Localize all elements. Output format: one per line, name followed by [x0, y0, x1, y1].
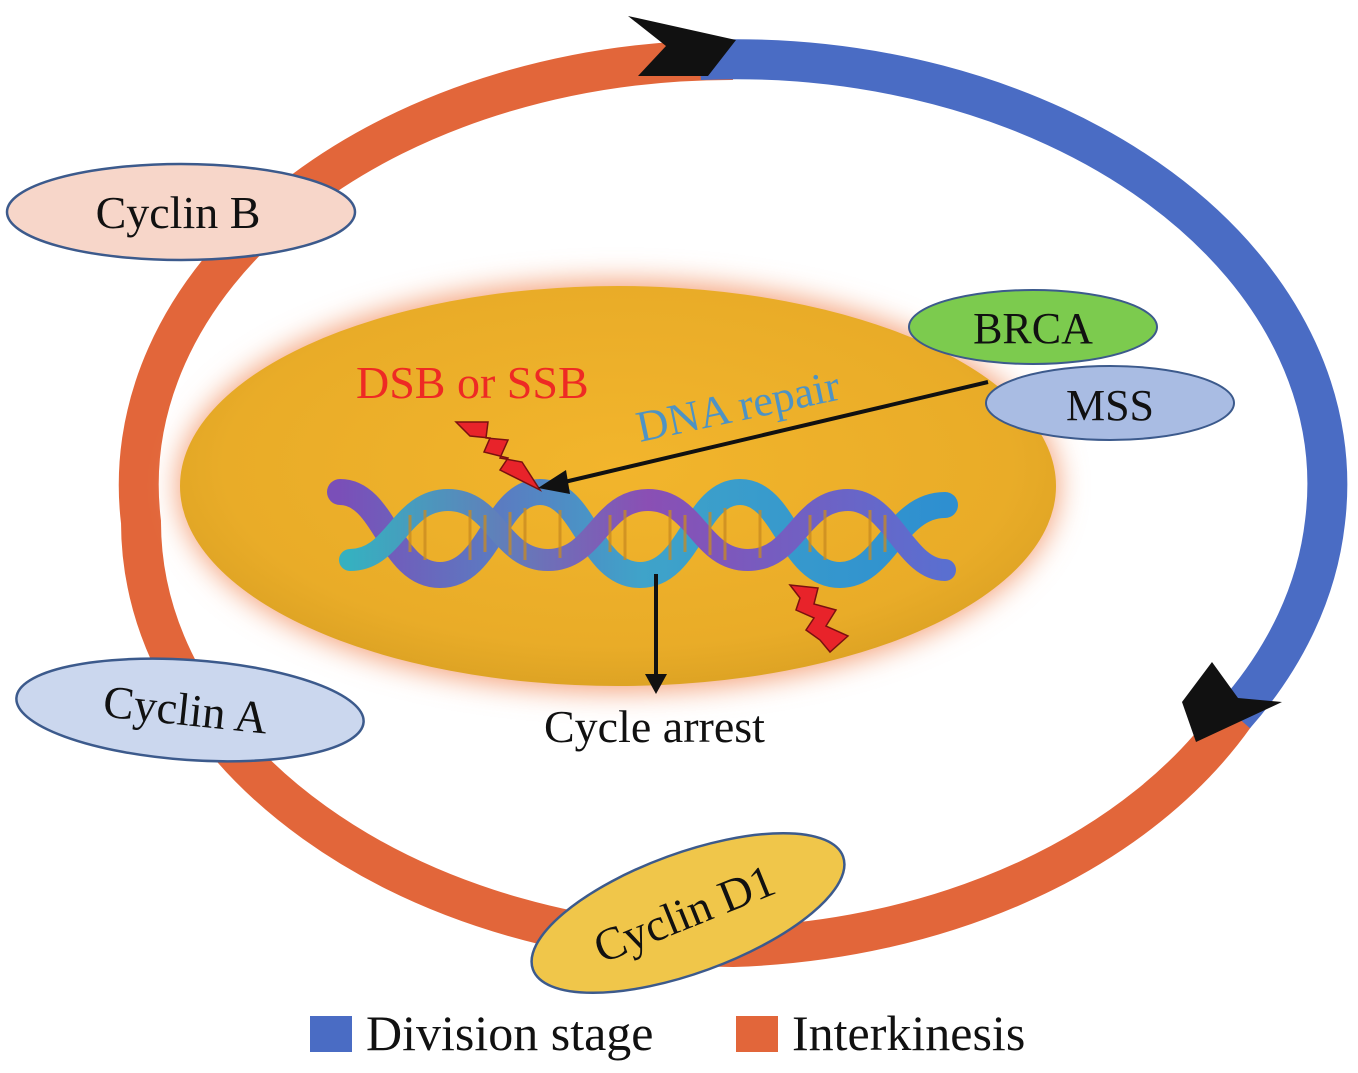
- cyclin-b-ellipse: [5, 162, 357, 262]
- lightning-bolt-icon: [788, 584, 850, 654]
- brca-ellipse: [908, 289, 1158, 365]
- legend-swatch-interkinesis: [736, 1016, 778, 1052]
- cyclin-a-ellipse: [15, 657, 365, 763]
- lightning-bolt-icon: [454, 421, 543, 492]
- dsb-ssb-label: DSB or SSB: [356, 357, 589, 408]
- arrowhead-icon: [1182, 662, 1282, 742]
- arrowhead-icon: [645, 674, 667, 694]
- dna-repair-arrow: [555, 380, 989, 486]
- legend-label-interkinesis: Interkinesis: [792, 1005, 1025, 1061]
- brca-label: BRCA: [973, 304, 1093, 353]
- mss-ellipse: [985, 365, 1235, 441]
- division-stage-arc: [699, 39, 1348, 729]
- arrowhead-icon: [628, 16, 736, 76]
- legend-swatch-division: [310, 1016, 352, 1052]
- legend: Division stage Interkinesis: [310, 1005, 1025, 1061]
- arrowhead-icon: [538, 470, 570, 494]
- legend-label-division: Division stage: [366, 1005, 653, 1061]
- cyclin-d1-ellipse: [530, 831, 846, 995]
- mss-label: MSS: [1066, 381, 1154, 430]
- cycle-arrest-label: Cycle arrest: [544, 701, 765, 752]
- dna-helix-icon: [327, 478, 958, 589]
- cyclin-b-label: Cyclin B: [96, 187, 261, 238]
